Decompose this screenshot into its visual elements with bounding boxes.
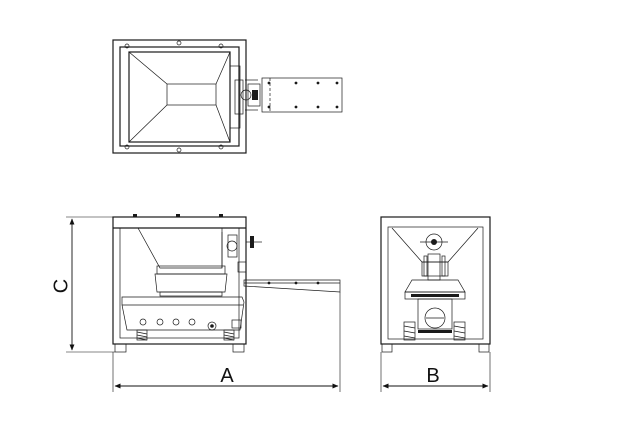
dimension-label-c: C [50, 279, 72, 293]
dimension-c: C [50, 216, 115, 353]
top-view [112, 39, 343, 154]
side-view [380, 216, 491, 353]
dimension-label-b: B [426, 365, 439, 387]
front-view [112, 214, 341, 353]
dimension-b: B [380, 352, 491, 392]
dimension-label-a: A [220, 365, 234, 387]
dimension-a: A [112, 292, 341, 392]
